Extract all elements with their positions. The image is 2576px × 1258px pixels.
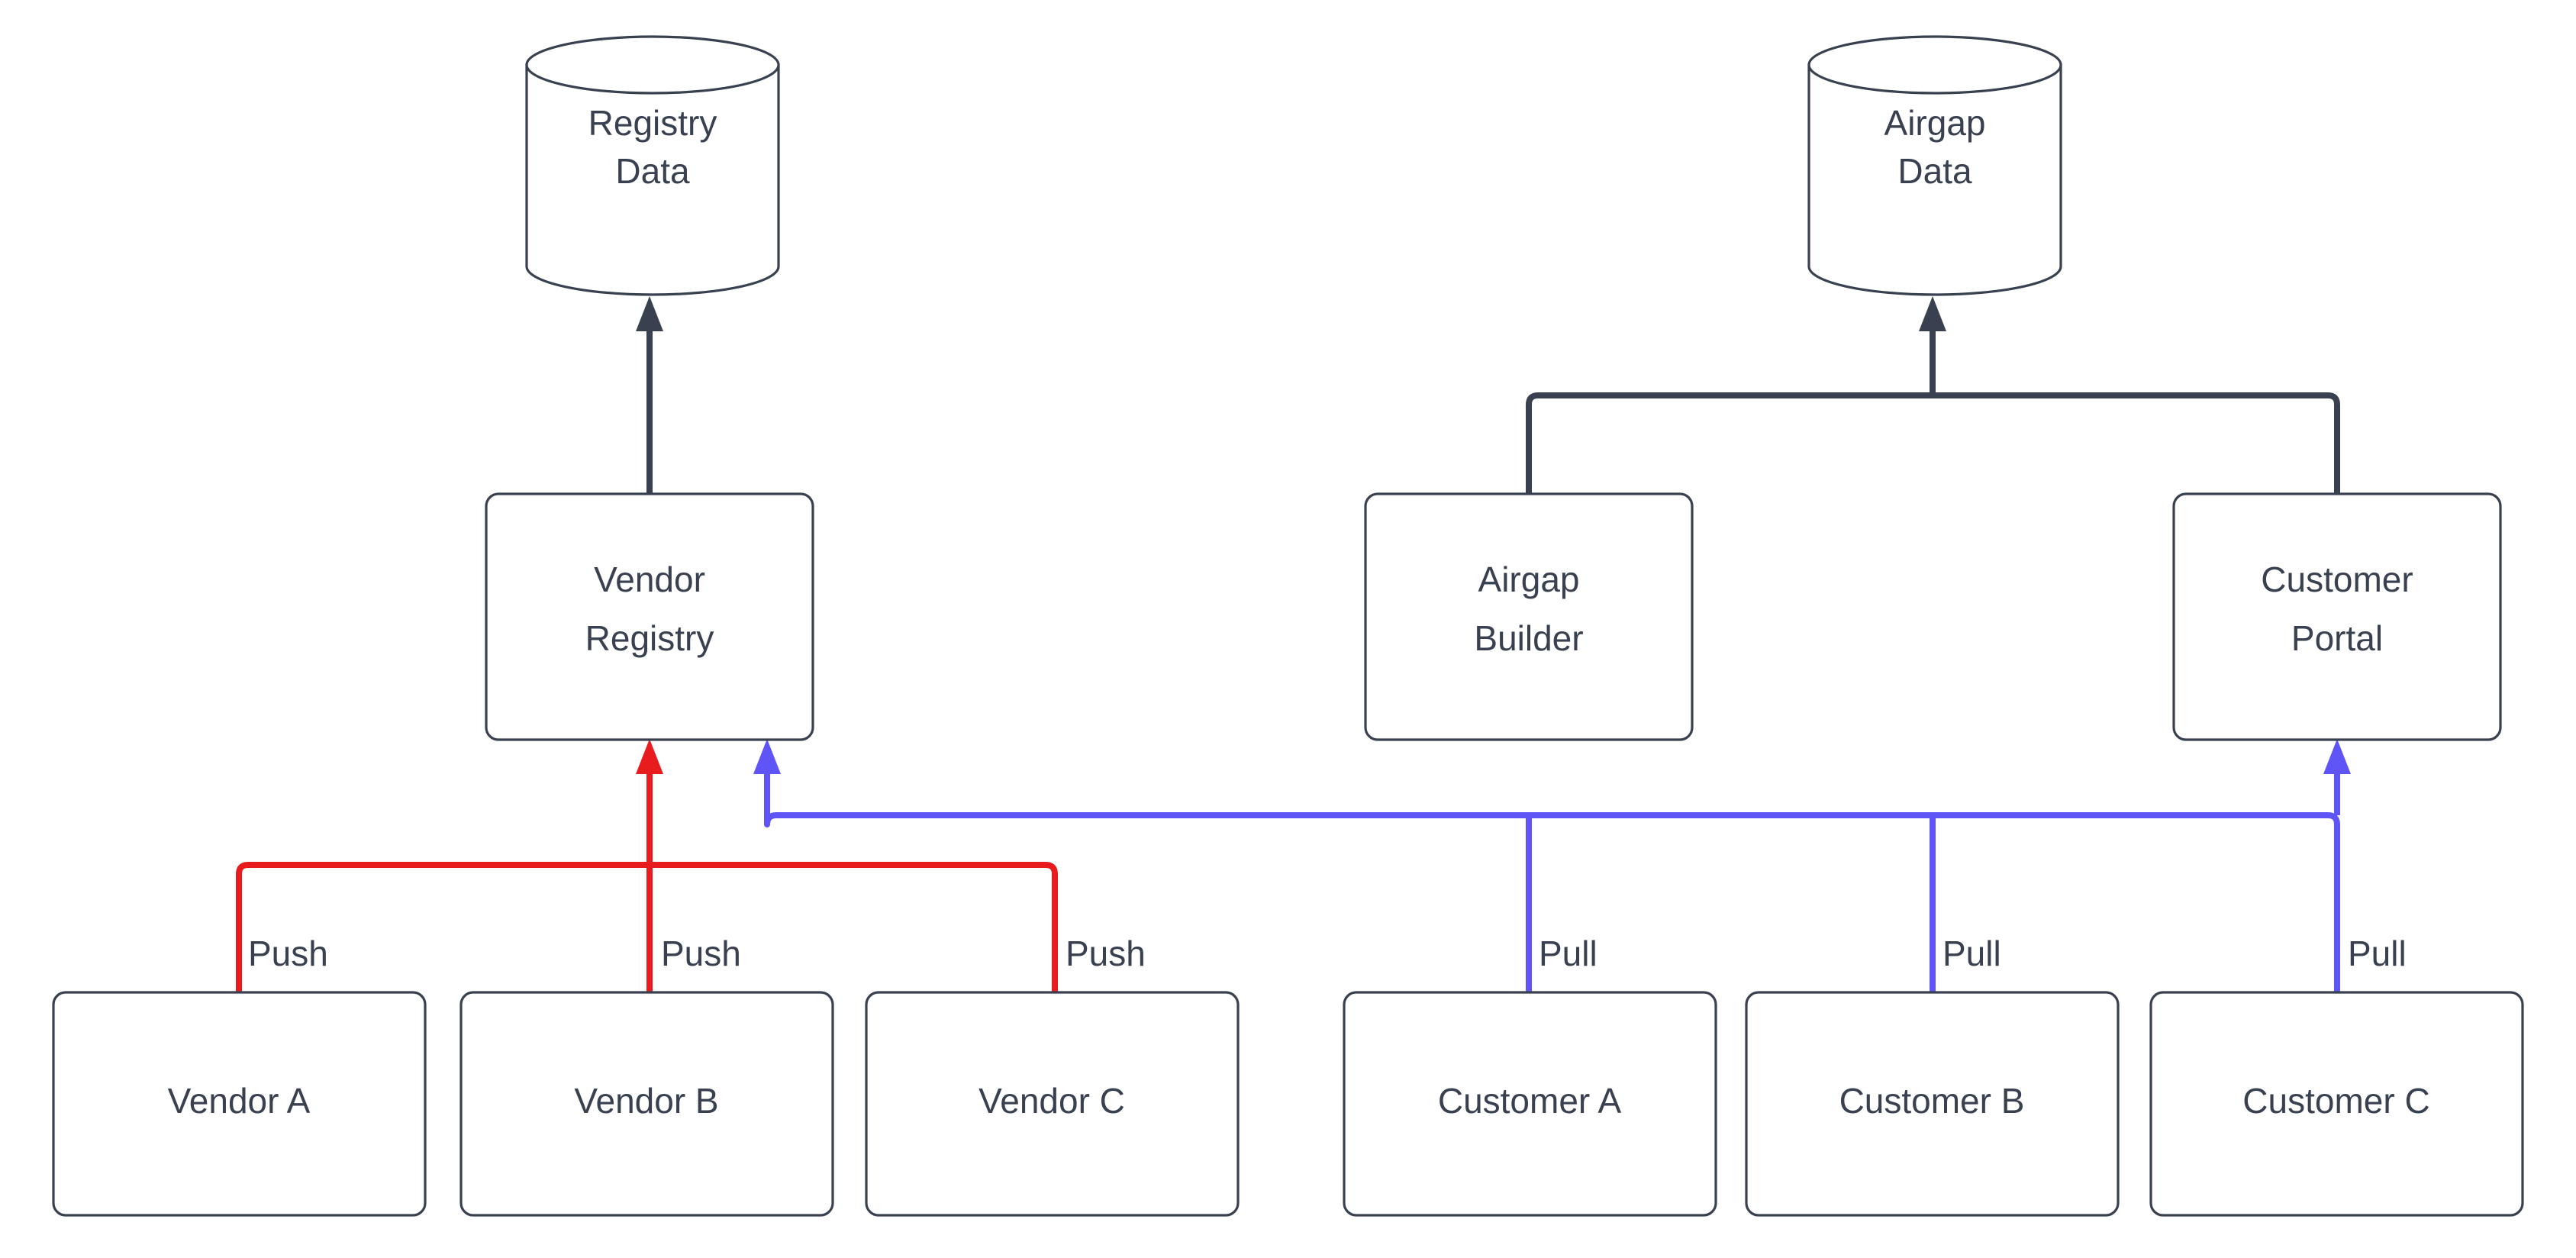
datastore-airgap-data[interactable]: Airgap Data [1807,35,2062,296]
edge-label-pull-customer-a: Pull [1539,934,1598,973]
box-shape [459,991,834,1217]
actor-box-vendor-a[interactable]: Vendor A [52,991,427,1217]
actor-box-customer-b[interactable]: Customer B [1745,991,2120,1217]
actor-label: Vendor A [168,1081,311,1121]
service-label-line1: Customer [2261,560,2413,599]
arrowhead-up-icon [753,739,781,774]
actor-box-customer-c[interactable]: Customer C [2149,991,2524,1217]
service-label-line2: Registry [585,618,714,658]
box-shape [2172,492,2502,741]
box-shape [485,492,814,741]
edge-pull-bus-line [764,754,2340,992]
service-label-line2: Portal [2291,618,2383,658]
edge-label-pull-customer-b: Pull [1942,934,2001,973]
edge-label-push-vendor-b: Push [661,934,741,973]
arrowhead-up-icon [1919,296,1946,331]
cylinder-top-ellipse [525,35,780,95]
actor-box-customer-a[interactable]: Customer A [1343,991,1717,1217]
service-label-line1: Vendor [594,560,705,599]
service-label-line1: Airgap [1478,560,1580,599]
cylinder-top-ellipse [1807,35,2062,95]
service-box-airgap-builder[interactable]: Airgap Builder [1364,492,1694,741]
box-shape [52,991,427,1217]
actor-label: Vendor B [574,1081,718,1121]
box-shape [1343,991,1717,1217]
actor-box-vendor-c[interactable]: Vendor C [865,991,1240,1217]
actor-box-vendor-b[interactable]: Vendor B [459,991,834,1217]
cylinder-body-shape [525,63,780,296]
datastore-label-line2: Data [615,151,690,191]
arrowhead-up-icon [2323,739,2351,774]
datastore-label-line2: Data [1897,151,1972,191]
arrowhead-up-icon [636,739,663,774]
box-shape [1364,492,1694,741]
actor-label: Customer A [1438,1081,1622,1121]
service-label-line2: Builder [1474,618,1583,658]
edge-push-bus-to-vendor-registry [236,739,1058,992]
service-box-vendor-registry[interactable]: Vendor Registry [485,492,814,741]
datastore-label-line1: Airgap [1884,103,1986,143]
edge-airgap-bus-to-airgap-data [1526,296,2340,495]
actor-label: Customer C [2242,1081,2429,1121]
edge-label-push-vendor-c: Push [1066,934,1146,973]
edge-bus-line [1526,392,2340,495]
datastore-registry-data[interactable]: Registry Data [525,35,780,296]
edge-label-push-vendor-a: Push [248,934,328,973]
service-box-customer-portal[interactable]: Customer Portal [2172,492,2502,741]
actor-label: Vendor C [978,1081,1125,1121]
datastore-label-line1: Registry [588,103,717,143]
edge-vendor-registry-to-registry-data [636,296,663,495]
cylinder-body-shape [1807,63,2062,296]
actor-label: Customer B [1839,1081,2025,1121]
edge-pull-bus [753,739,2351,992]
arrowhead-up-icon [636,296,663,331]
box-shape [1745,991,2120,1217]
edge-label-pull-customer-c: Pull [2348,934,2407,973]
box-shape [865,991,1240,1217]
box-shape [2149,991,2524,1217]
